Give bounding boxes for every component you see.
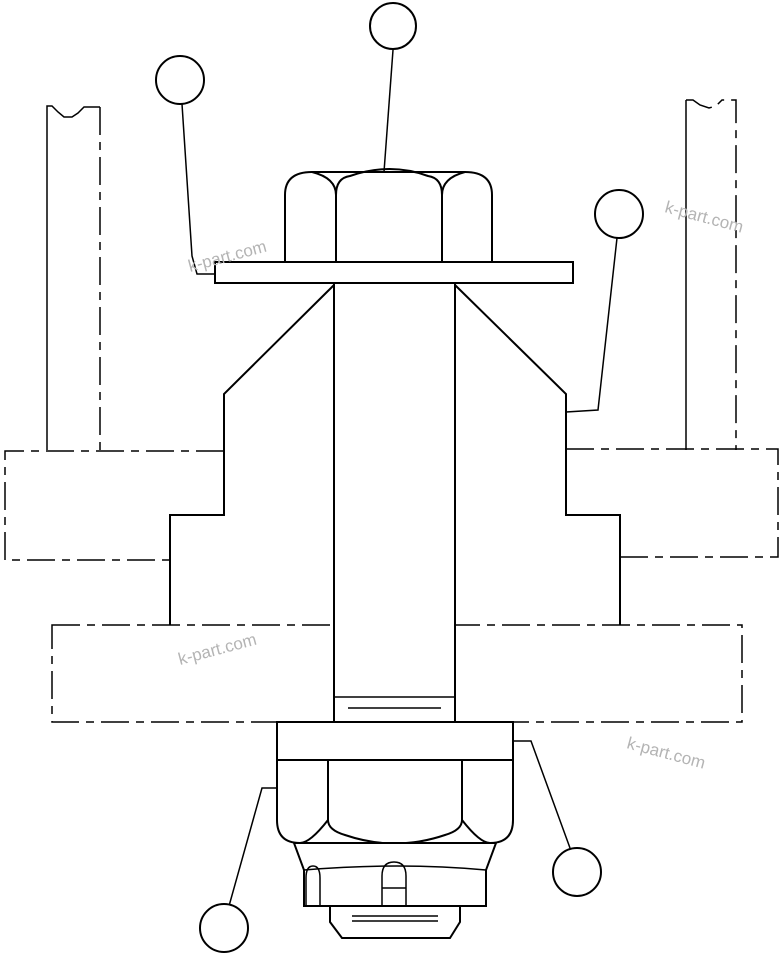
washer — [214, 261, 574, 284]
watermark-text: k-part.com — [176, 630, 258, 669]
housing-outline — [169, 284, 621, 625]
callout-circle — [369, 2, 417, 50]
right-side-block — [566, 448, 779, 558]
watermark-text: k-part.com — [625, 734, 707, 773]
callout-circle — [552, 847, 602, 897]
callout-circle — [155, 55, 205, 105]
lower-sleeve — [276, 721, 514, 761]
right-vertical-arm — [685, 99, 737, 450]
watermark-text: k-part.com — [663, 198, 745, 237]
callout-circle — [594, 189, 644, 239]
left-side-block — [4, 450, 224, 561]
bottom-plate — [51, 624, 743, 723]
left-vertical-arm — [46, 105, 101, 450]
leader-lines — [181, 49, 618, 907]
bolt-bottom-tip — [329, 905, 461, 939]
lower-hex-nut — [276, 759, 514, 845]
callout-circle — [199, 903, 249, 953]
bolt-hex-head — [284, 168, 493, 263]
castle-nut-crown — [292, 842, 498, 907]
bolt-shank — [333, 261, 456, 723]
